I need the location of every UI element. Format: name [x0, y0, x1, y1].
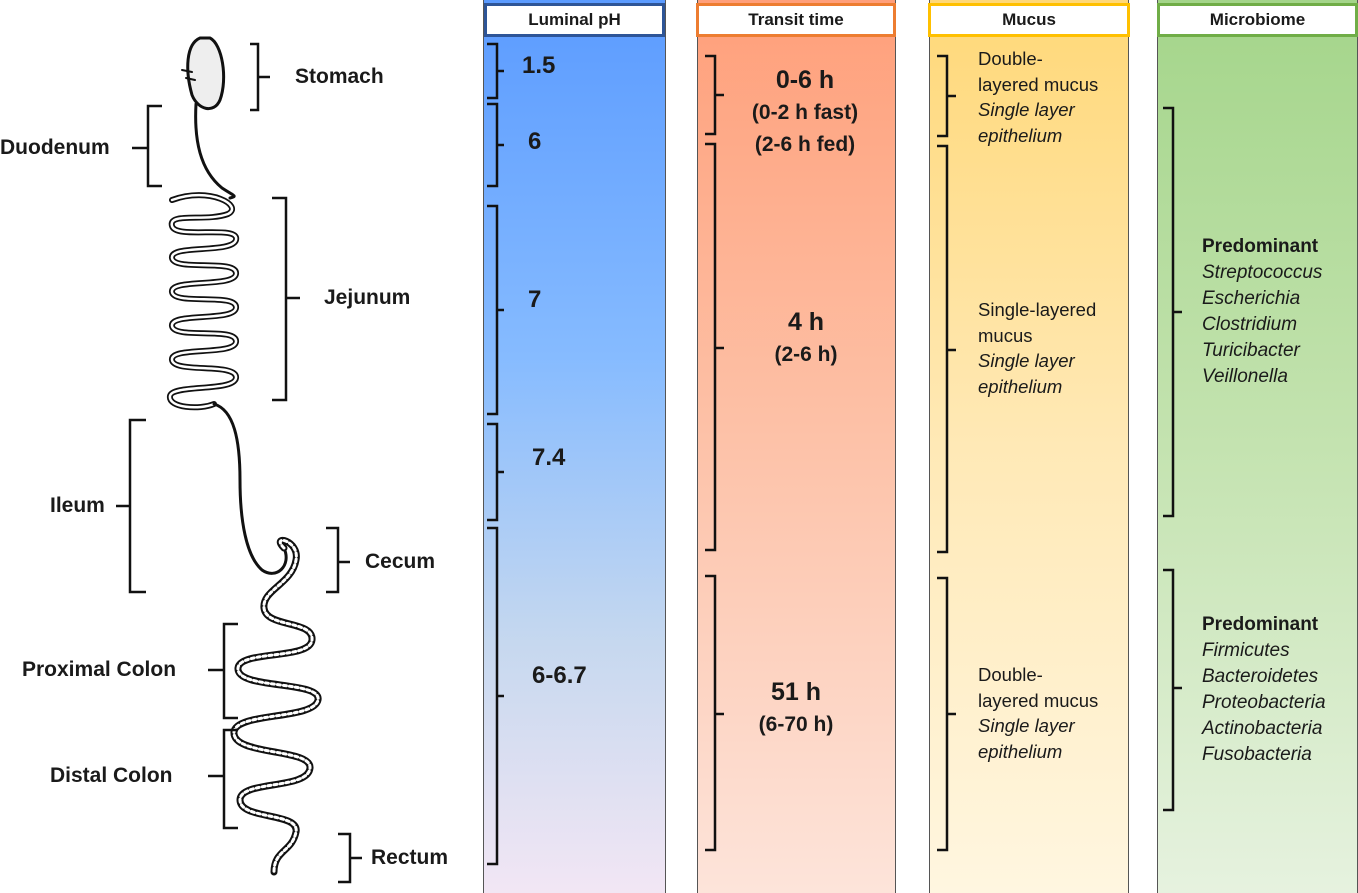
mucus-text: layered mucus: [978, 689, 1099, 711]
ph-value: 7: [528, 286, 542, 313]
microbiome-title: Predominant: [1202, 236, 1319, 257]
microbiome-taxon: Clostridium: [1202, 314, 1298, 335]
transit-entry: 0-6 h (0-2 h fast) (2-6 h fed): [720, 63, 890, 161]
microbiome-title: Predominant: [1202, 614, 1319, 635]
rectum-label: Rectum: [371, 846, 449, 869]
stomach-label: Stomach: [295, 65, 384, 88]
mucus-header: Mucus: [928, 3, 1130, 37]
mucus-text: mucus: [978, 324, 1033, 346]
cecum-label: Cecum: [365, 550, 436, 573]
ph-header: Luminal pH: [484, 3, 665, 37]
microbiome-column: [1157, 0, 1358, 893]
mucus-entry: Double- layered mucus Single layer epith…: [978, 46, 1126, 148]
microbiome-entry: Predominant Streptococcus Escherichia Cl…: [1202, 234, 1356, 390]
microbiome-entry: Predominant Firmicutes Bacteroidetes Pro…: [1202, 612, 1356, 768]
ileum-illustration: [212, 402, 288, 575]
proximal-colon-label: Proximal Colon: [22, 658, 177, 681]
colon-illustration: [230, 536, 322, 876]
microbiome-taxon: Streptococcus: [1202, 262, 1323, 283]
mucus-epithelium: epithelium: [978, 124, 1063, 146]
mucus-text: layered mucus: [978, 73, 1099, 95]
microbiome-header: Microbiome: [1157, 3, 1358, 37]
mucus-epithelium: Single layer: [978, 350, 1075, 371]
transit-sub: (6-70 h): [758, 713, 834, 736]
mucus-entry: Single-layered mucus Single layer epithe…: [978, 297, 1126, 399]
microbiome-taxon: Turicibacter: [1202, 340, 1300, 361]
transit-entry: 4 h (2-6 h): [726, 305, 886, 371]
mucus-column: [929, 0, 1129, 893]
mucus-text: Single-layered: [978, 299, 1097, 320]
microbiome-taxon: Actinobacteria: [1202, 718, 1323, 739]
microbiome-taxon: Fusobacteria: [1202, 744, 1312, 765]
transit-column: [697, 0, 896, 893]
mucus-epithelium: Single layer: [978, 99, 1075, 120]
mucus-epithelium: epithelium: [978, 740, 1063, 762]
mucus-entry: Double- layered mucus Single layer epith…: [978, 662, 1126, 764]
transit-sub: (2-6 h fed): [754, 133, 856, 156]
mucus-text: Double-: [978, 48, 1043, 69]
transit-main: 0-6 h: [775, 66, 835, 94]
transit-main: 4 h: [787, 308, 825, 336]
duodenum-label: Duodenum: [0, 136, 110, 159]
ph-value: 6: [528, 128, 542, 155]
jejunum-label: Jejunum: [324, 286, 411, 309]
mucus-epithelium: Single layer: [978, 715, 1075, 736]
ileum-label: Ileum: [50, 494, 105, 517]
transit-sub: (2-6 h): [774, 343, 838, 366]
mucus-text: Double-: [978, 664, 1043, 685]
transit-main: 51 h: [770, 678, 822, 706]
microbiome-taxon: Bacteroidetes: [1202, 666, 1319, 687]
duodenum-illustration: [194, 102, 236, 200]
transit-sub: (0-2 h fast): [751, 101, 859, 124]
mucus-epithelium: epithelium: [978, 375, 1063, 397]
microbiome-taxon: Veillonella: [1202, 366, 1288, 387]
distal-colon-label: Distal Colon: [50, 764, 173, 787]
ph-value: 6-6.7: [532, 662, 587, 689]
ph-value: 1.5: [522, 52, 556, 79]
stomach-illustration: [186, 36, 226, 111]
ph-column: [483, 0, 666, 893]
microbiome-taxon: Escherichia: [1202, 288, 1301, 309]
ph-value: 7.4: [532, 444, 566, 471]
transit-entry: 51 h (6-70 h): [716, 675, 876, 741]
transit-header: Transit time: [696, 3, 896, 37]
microbiome-taxon: Proteobacteria: [1202, 692, 1326, 713]
microbiome-taxon: Firmicutes: [1202, 640, 1290, 661]
